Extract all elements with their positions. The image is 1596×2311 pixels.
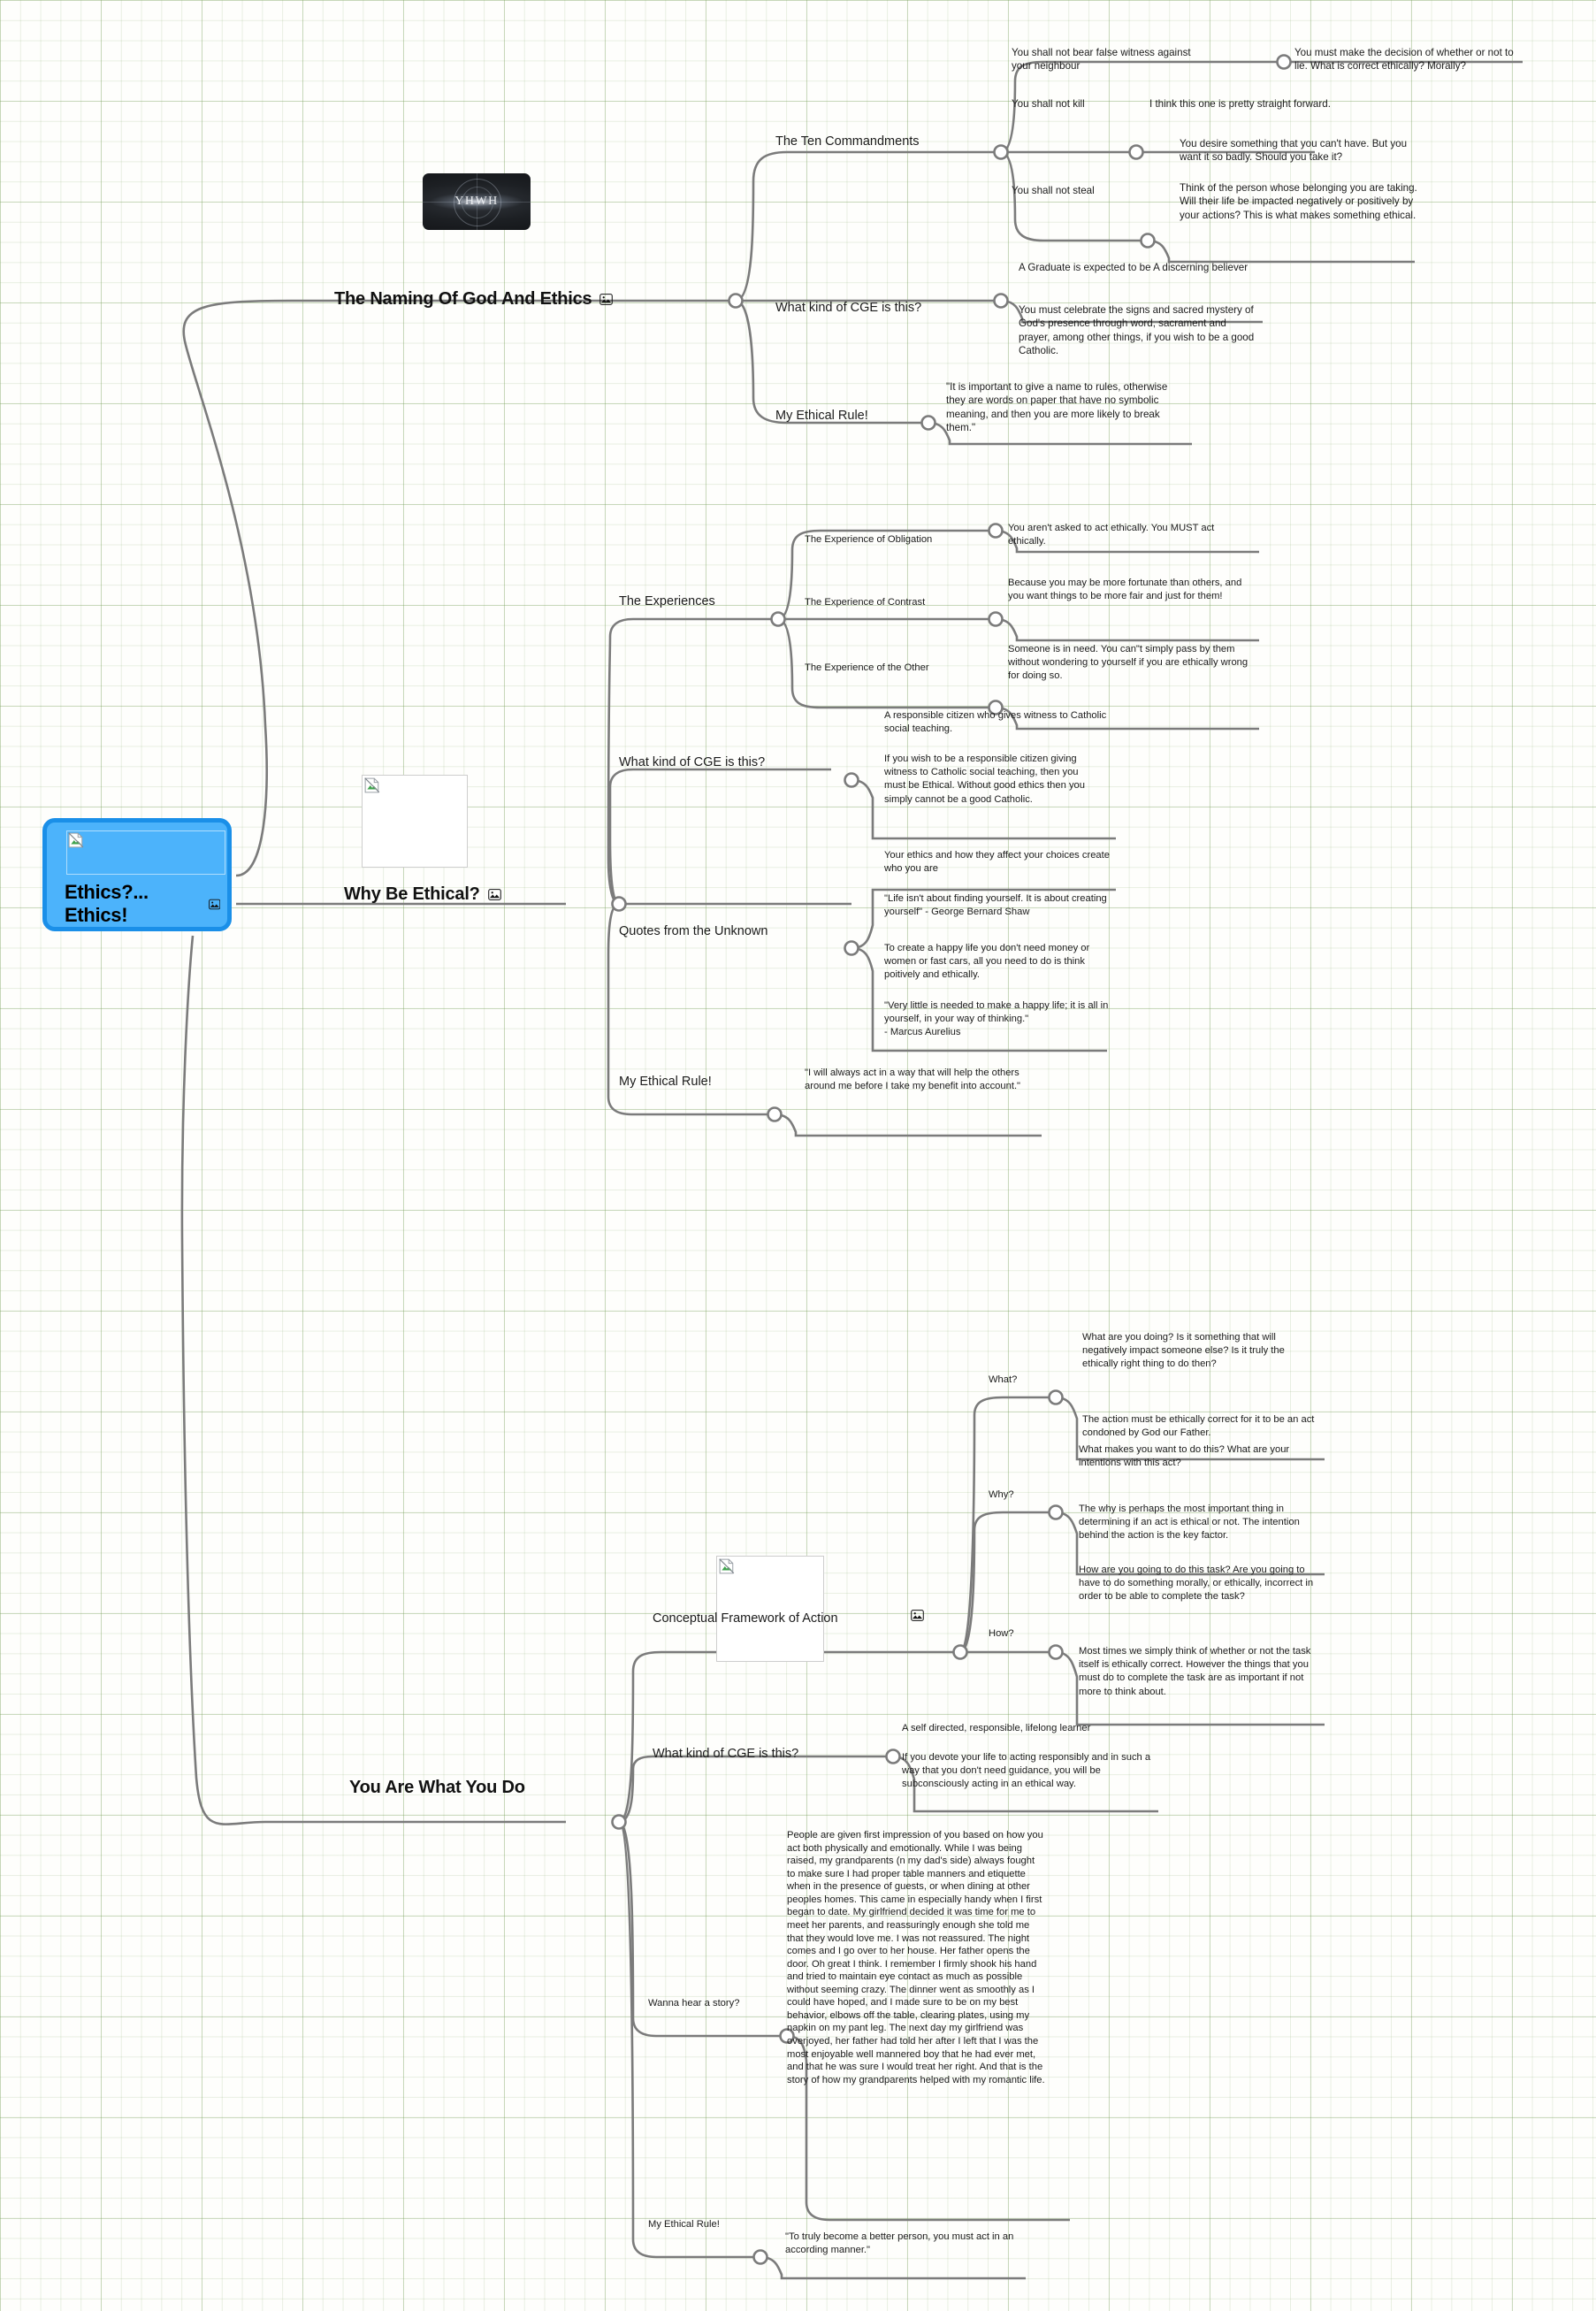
subtopic-ten-commandments[interactable]: The Ten Commandments xyxy=(775,134,920,149)
leaf-not-kill-note-1[interactable]: I think this one is pretty straight forw… xyxy=(1149,98,1331,110)
leaf-how[interactable]: How? xyxy=(989,1628,1014,1639)
subtopic-cge-why-ethical[interactable]: What kind of CGE is this? xyxy=(619,755,766,769)
image-icon[interactable] xyxy=(911,1610,924,1621)
subtopic-my-ethical-rule-naming[interactable]: My Ethical Rule! xyxy=(775,409,868,423)
leaf-how-note-1[interactable]: How are you going to do this task? Are y… xyxy=(1079,1565,1314,1603)
leaf-quote-note-2[interactable]: "Life isn't about finding yourself. It i… xyxy=(884,893,1107,918)
image-icon[interactable] xyxy=(599,294,614,305)
ring-outer xyxy=(454,179,501,226)
leaf-my-ethical-rule-you-are-note[interactable]: "To truly become a better person, you mu… xyxy=(785,2231,1014,2256)
root-label-row: Ethics?... Ethics! xyxy=(65,881,220,927)
subtopic-my-ethical-rule-you-are[interactable]: My Ethical Rule! xyxy=(648,2219,720,2230)
subtopic-cge-naming[interactable]: What kind of CGE is this? xyxy=(775,301,922,315)
image-icon[interactable] xyxy=(208,899,220,910)
conceptual-image-icon-wrap[interactable] xyxy=(911,1610,924,1626)
ring-inner xyxy=(462,187,493,218)
leaf-quote-note-1[interactable]: Your ethics and how they affect your cho… xyxy=(884,850,1110,875)
leaf-cge-you-are-note-1[interactable]: A self directed, responsible, lifelong l… xyxy=(902,1723,1091,1733)
broken-image-icon xyxy=(719,1558,735,1574)
branch-title-text: The Naming Of God And Ethics xyxy=(334,289,592,309)
leaf-false-witness[interactable]: You shall not bear false witness against… xyxy=(1012,47,1191,73)
leaf-cge-why-note-2[interactable]: If you wish to be a responsible citizen … xyxy=(884,754,1085,805)
broken-image-icon xyxy=(68,832,84,848)
branch-image-yhwh: YHWH xyxy=(423,173,531,230)
branch-title-text: Why Be Ethical? xyxy=(344,884,480,904)
subtopic-the-experiences[interactable]: The Experiences xyxy=(619,594,715,608)
leaf-my-ethical-rule-naming-note[interactable]: "It is important to give a name to rules… xyxy=(946,381,1168,434)
leaf-false-witness-note-1[interactable]: You must make the decision of whether or… xyxy=(1294,47,1514,73)
leaf-cge-you-are-note-2[interactable]: If you devote your life to acting respon… xyxy=(902,1752,1151,1790)
leaf-not-steal[interactable]: You shall not steal xyxy=(1012,185,1095,196)
leaf-how-note-2[interactable]: Most times we simply think of whether or… xyxy=(1079,1646,1311,1697)
yhwh-caption: YHWH xyxy=(454,195,499,208)
branch-title-you-are-what-you-do[interactable]: You Are What You Do xyxy=(349,1778,525,1798)
root-image-placeholder xyxy=(66,830,225,875)
leaf-quote-note-4[interactable]: "Very little is needed to make a happy l… xyxy=(884,1000,1109,1038)
leaf-experience-contrast[interactable]: The Experience of Contrast xyxy=(805,597,926,608)
root-node[interactable]: Ethics?... Ethics! xyxy=(42,818,232,931)
branch-image-placeholder-why-be-ethical xyxy=(362,775,468,868)
leaf-what[interactable]: What? xyxy=(989,1374,1018,1385)
root-title: Ethics?... Ethics! xyxy=(65,881,149,926)
subtopic-wanna-hear-story[interactable]: Wanna hear a story? xyxy=(648,1998,740,2009)
branch-title-naming-of-god[interactable]: The Naming Of God And Ethics xyxy=(334,289,614,310)
leaf-cge-why-note-1[interactable]: A responsible citizen who gives witness … xyxy=(884,710,1107,735)
subtopic-cge-you-are[interactable]: What kind of CGE is this? xyxy=(653,1747,799,1761)
leaf-story-note[interactable]: People are given first impression of you… xyxy=(787,1830,1045,2085)
branch-title-why-be-ethical[interactable]: Why Be Ethical? xyxy=(344,884,501,905)
leaf-experience-obligation[interactable]: The Experience of Obligation xyxy=(805,534,933,545)
leaf-not-steal-note-2[interactable]: Think of the person whose belonging you … xyxy=(1180,182,1417,221)
leaf-experience-obligation-note[interactable]: You aren't asked to act ethically. You M… xyxy=(1008,523,1215,547)
leaf-experience-contrast-note[interactable]: Because you may be more fortunate than o… xyxy=(1008,578,1242,602)
subtopic-label: Conceptual Framework of Action xyxy=(653,1611,838,1626)
leaf-why[interactable]: Why? xyxy=(989,1489,1014,1500)
leaf-what-note-2[interactable]: The action must be ethically correct for… xyxy=(1082,1414,1315,1439)
leaf-cge-naming-note-1[interactable]: A Graduate is expected to be A discernin… xyxy=(1019,262,1249,273)
branch-image-placeholder-conceptual xyxy=(716,1556,824,1662)
branch-title-text: You Are What You Do xyxy=(349,1778,525,1797)
leaf-not-kill[interactable]: You shall not kill xyxy=(1012,98,1085,110)
leaf-not-steal-note-1[interactable]: You desire something that you can't have… xyxy=(1180,138,1408,164)
image-icon[interactable] xyxy=(487,889,501,900)
leaf-why-note-2[interactable]: The why is perhaps the most important th… xyxy=(1079,1504,1300,1542)
leaf-experience-other-note[interactable]: Someone is in need. You can"t simply pas… xyxy=(1008,644,1249,682)
leaf-quote-note-3[interactable]: To create a happy life you don't need mo… xyxy=(884,943,1090,981)
subtopic-conceptual-framework[interactable]: Conceptual Framework of Action xyxy=(653,1611,838,1626)
leaf-experience-other[interactable]: The Experience of the Other xyxy=(805,662,929,673)
subtopic-quotes-unknown[interactable]: Quotes from the Unknown xyxy=(619,924,768,938)
leaf-my-ethical-rule-why-note[interactable]: "I will always act in a way that will he… xyxy=(805,1067,1021,1092)
leaf-cge-naming-note-2[interactable]: You must celebrate the signs and sacred … xyxy=(1019,304,1255,357)
subtopic-my-ethical-rule-why[interactable]: My Ethical Rule! xyxy=(619,1075,712,1089)
leaf-what-note-1[interactable]: What are you doing? Is it something that… xyxy=(1082,1332,1285,1370)
broken-image-icon xyxy=(364,777,380,793)
leaf-why-note-1[interactable]: What makes you want to do this? What are… xyxy=(1079,1444,1290,1469)
